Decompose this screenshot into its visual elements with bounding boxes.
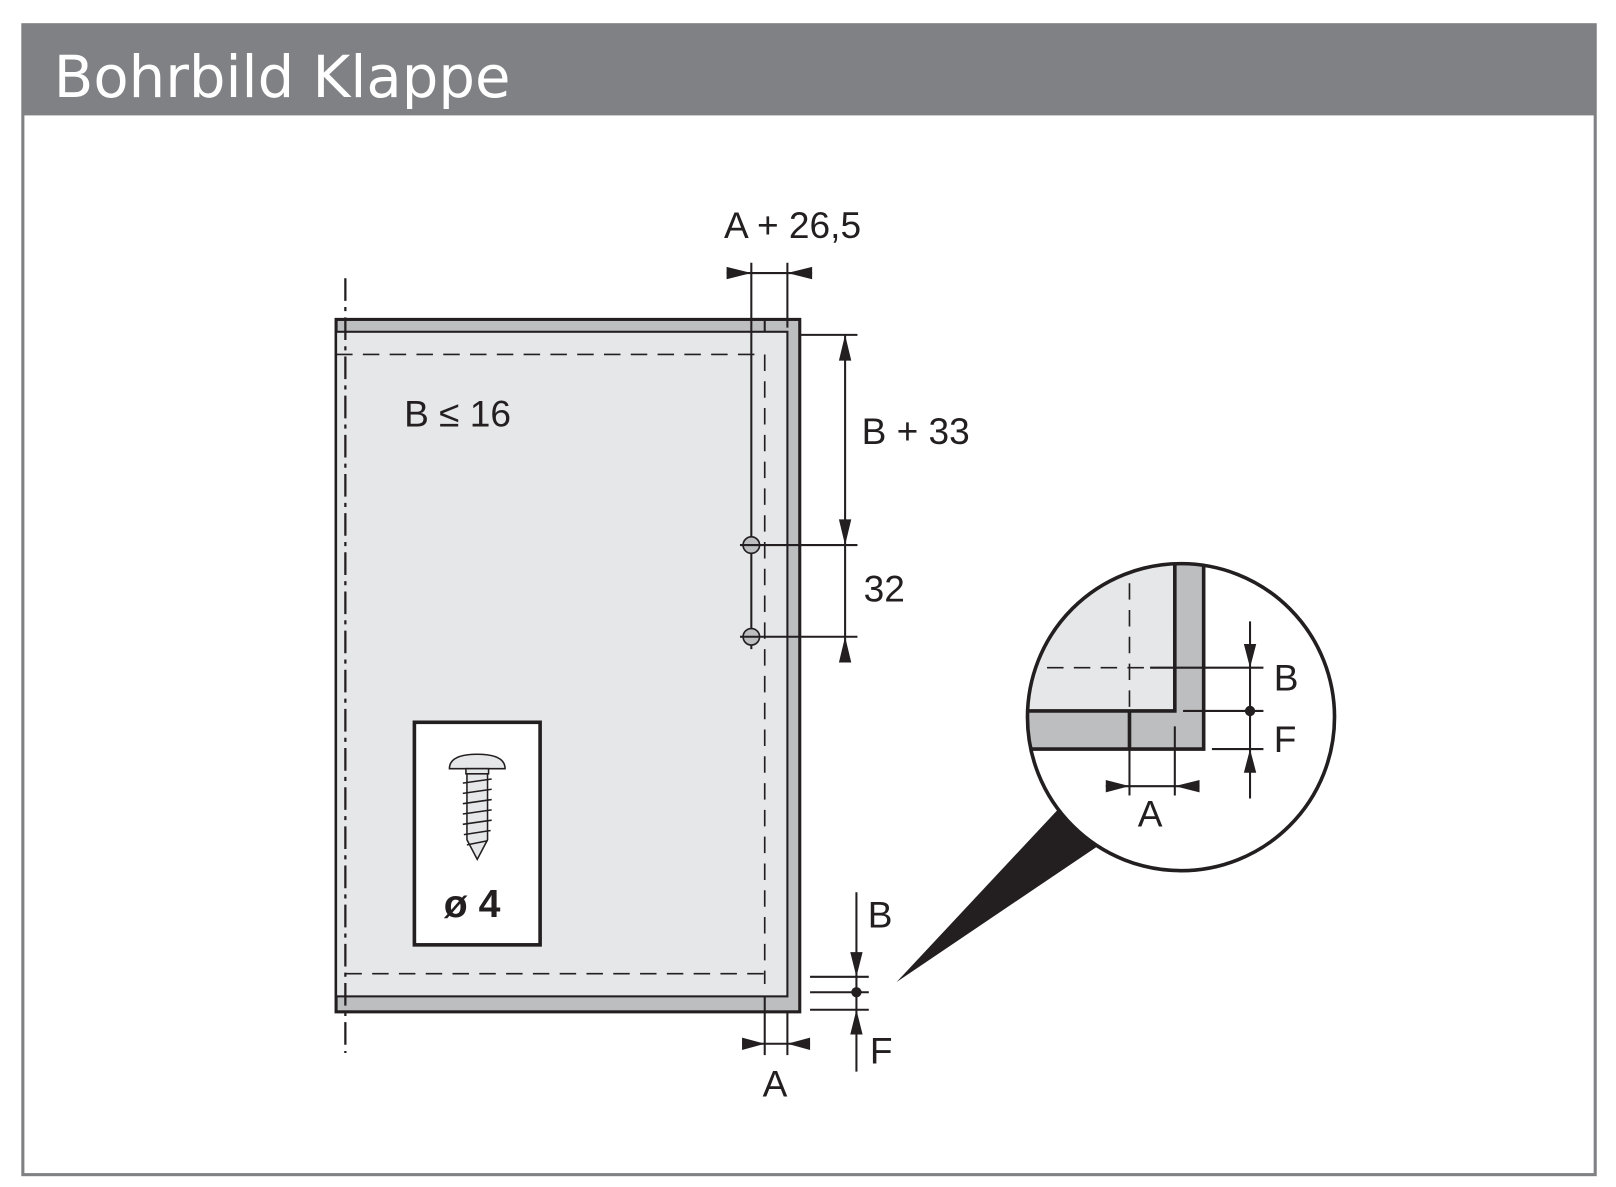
side-label-f: F bbox=[870, 1029, 893, 1071]
flap-panel bbox=[334, 278, 802, 1054]
vertical-dimension-1-label: B + 33 bbox=[862, 410, 970, 452]
detail-label-f: F bbox=[1274, 718, 1297, 760]
panel-thickness-note: B ≤ 16 bbox=[404, 393, 511, 435]
screw-info-box: ø 4 bbox=[412, 720, 542, 947]
page-title: Bohrbild Klappe bbox=[54, 43, 511, 111]
frame bbox=[21, 23, 1597, 1177]
top-dimension-label: A + 26,5 bbox=[724, 204, 861, 246]
screw-icon bbox=[448, 753, 506, 861]
header-bar bbox=[22, 24, 1596, 116]
bottom-dimension: A bbox=[742, 1011, 811, 1104]
magnifier-pointer bbox=[896, 805, 1097, 982]
screw-diameter-label: ø 4 bbox=[444, 883, 501, 926]
detail-label-b: B bbox=[1274, 656, 1299, 698]
drill-holes bbox=[739, 333, 858, 646]
detail-magnifier: A B F bbox=[896, 561, 1337, 982]
vertical-dimension-2-label: 32 bbox=[864, 568, 905, 610]
side-dimension: B F bbox=[810, 892, 893, 1072]
top-dimension: A + 26,5 bbox=[724, 204, 861, 650]
detail-label-a: A bbox=[1138, 792, 1163, 834]
vertical-dimension: B + 33 32 bbox=[838, 334, 970, 663]
bottom-dimension-label: A bbox=[763, 1062, 788, 1104]
side-label-b: B bbox=[868, 893, 893, 935]
